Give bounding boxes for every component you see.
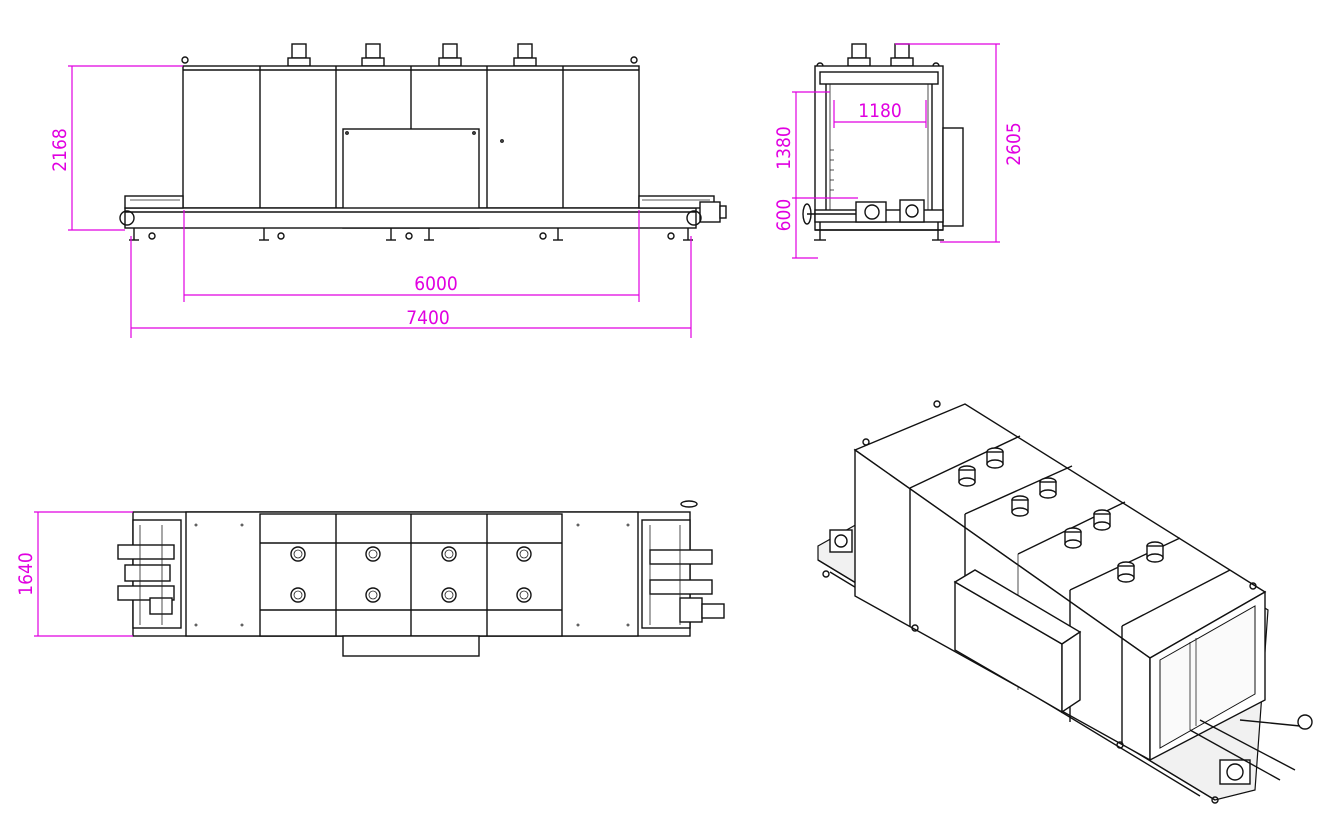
front-view-overall-width-label: 7400 xyxy=(406,307,450,329)
side-view-control-box xyxy=(942,127,964,227)
top-view: 1640 xyxy=(15,500,725,657)
front-view-conveyor xyxy=(124,207,697,229)
front-view-height-label: 2168 xyxy=(49,128,71,172)
top-view-width-label: 1640 xyxy=(15,552,37,596)
front-view-inner-width-label: 6000 xyxy=(414,273,458,295)
iso-view-fans xyxy=(958,447,1164,583)
isometric-view xyxy=(817,400,1313,804)
front-view-dimensions xyxy=(68,65,692,338)
side-view-dimensions xyxy=(792,43,1000,259)
top-view-dimensions xyxy=(34,511,133,637)
front-view-motor xyxy=(699,201,721,223)
side-view: 1180 1380 600 2605 xyxy=(773,43,1025,259)
front-view-exhaust-fans xyxy=(287,43,537,67)
front-view-feet xyxy=(129,228,693,241)
side-view-conveyor-height-label: 600 xyxy=(773,199,795,232)
top-view-fans xyxy=(290,546,532,603)
front-view: 2168 6000 7400 xyxy=(49,43,727,338)
side-view-overall-height-label: 2605 xyxy=(1003,122,1025,166)
side-view-opening-width-label: 1180 xyxy=(858,100,902,122)
top-view-control-box xyxy=(342,635,480,657)
side-view-opening-height-label: 1380 xyxy=(773,126,795,170)
